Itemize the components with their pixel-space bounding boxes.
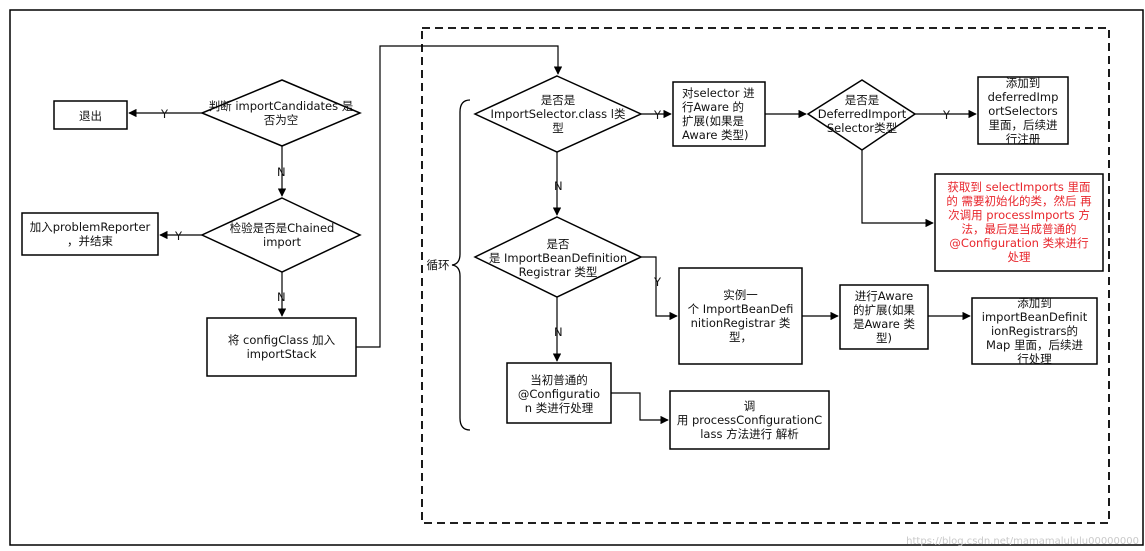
watermark: https://blog.csdn.net/mamamalululu000000… <box>906 536 1139 547</box>
registrar-label: 是否 是 ImportBeanDefinition Registrar 类型 <box>488 237 628 279</box>
problem-reporter-box <box>21 212 159 256</box>
edge-deferred-no <box>861 150 934 228</box>
outer-frame <box>9 9 1144 546</box>
edge-label-n-stack: N <box>277 290 286 304</box>
import-selector-label: 是否是 ImportSelector.class l类 型 <box>490 93 626 135</box>
chained-import-label: 检验是否是Chained import <box>229 221 335 249</box>
select-imports-box <box>934 173 1104 272</box>
loop-brace <box>451 99 471 431</box>
edge-label-n-chained: N <box>277 165 286 179</box>
process-configuration-label: 调 用 processConfigurationC lass 方法进行 解析 <box>676 399 823 441</box>
candidates-empty-label: 判断 importCandidates 是 否为空 <box>208 99 354 127</box>
registrar-aware-label: 进行Aware 的扩展(如果 是Aware 类 型) <box>852 289 916 345</box>
configuration-box <box>506 362 612 424</box>
edge-label-y-reporter: Y <box>175 229 183 243</box>
edge-label-y-deferred: Y <box>943 108 951 122</box>
instantiate-registrar-label: 实例一 个 ImportBeanDefi nitionRegistrar 类 型… <box>687 288 794 344</box>
process-configuration-box <box>669 390 830 450</box>
deferred-selectors-box <box>977 76 1069 145</box>
registrar-aware-box <box>839 284 929 350</box>
deferred-selector-label: 是否是 DeferredImport Selector类型 <box>817 93 907 135</box>
edge-label-y-exit: Y <box>161 107 169 121</box>
exit-label: 退出 <box>79 109 102 123</box>
registrars-map-box <box>971 297 1098 365</box>
edge-into-loop <box>356 45 563 348</box>
edge-registrar-yes <box>641 256 678 321</box>
edge-label-n-configuration: N <box>554 325 563 339</box>
loop-region <box>421 27 1110 524</box>
exit-box <box>53 100 128 130</box>
deferred-selectors-label: 添加到 deferredImp ortSelectors 里面，后续进 行注册 <box>987 76 1059 146</box>
instantiate-registrar-box <box>678 267 803 365</box>
import-stack-label: 将 configClass 加入 importStack <box>227 333 336 361</box>
edge-config-to-process <box>611 392 669 425</box>
edge-label-n-registrar: N <box>554 179 563 193</box>
edge-label-y-selector: Y <box>654 108 662 122</box>
select-imports-label: 获取到 selectImports 里面 的 需要初始化的类，然后 再 次调用 … <box>946 180 1092 264</box>
problem-reporter-label: 加入problemReporter ，并结束 <box>29 220 151 248</box>
configuration-label: 当初普通的 @Configuratio n 类进行处理 <box>517 373 601 415</box>
edge-label-y-registrar: Y <box>654 275 662 289</box>
registrars-map-label: 添加到 importBeanDefinit ionRegistrars的 Map… <box>981 296 1088 366</box>
loop-label: 循环 <box>426 258 450 272</box>
selector-aware-label: 对selector 进 行Aware 的 扩展(如果是 Aware 类型) <box>682 86 755 142</box>
